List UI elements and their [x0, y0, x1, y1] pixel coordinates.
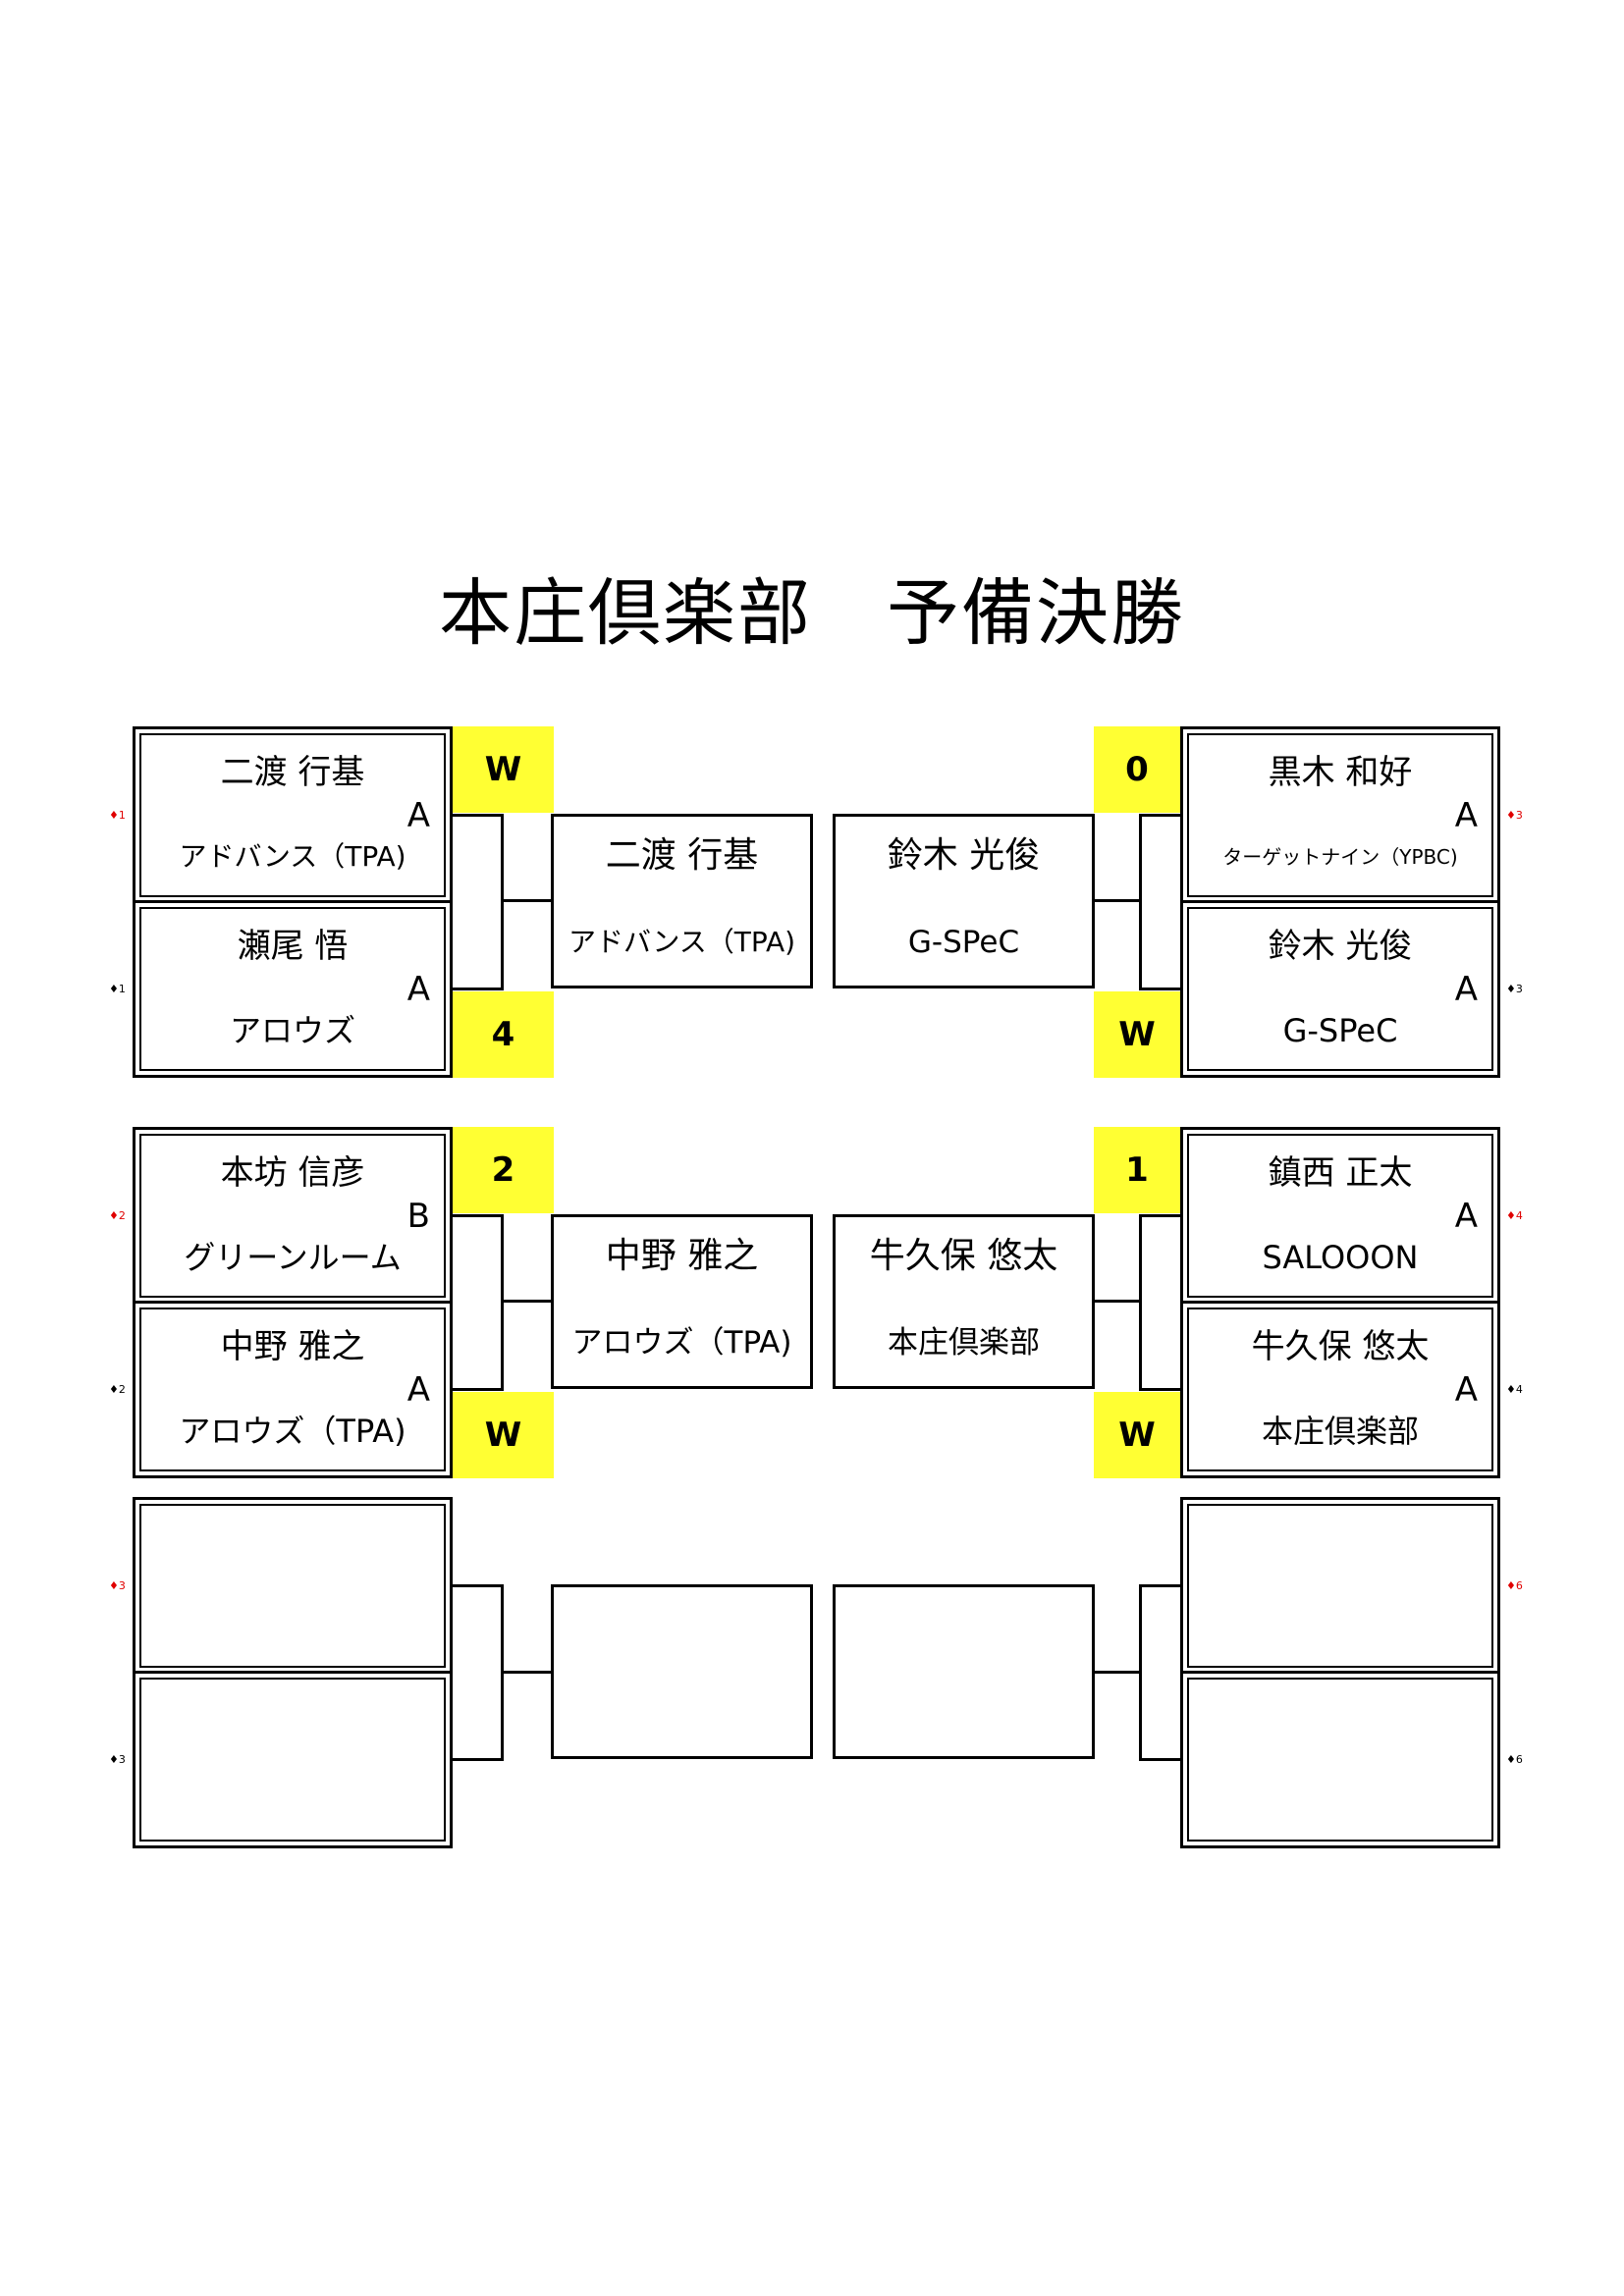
score-badge: W: [453, 726, 554, 813]
player-club: G-SPeC: [1282, 1012, 1398, 1049]
player-class: A: [1454, 970, 1478, 1009]
seed-marker: ♦4: [1506, 1209, 1523, 1222]
player-box: 中野 雅之 A アロウズ（TPA): [133, 1301, 453, 1478]
player-club: アドバンス（TPA): [179, 840, 406, 873]
seed-marker: ♦3: [1506, 809, 1523, 822]
bracket-line: [453, 1584, 504, 1587]
winner-box: 二渡 行基 アドバンス（TPA): [551, 814, 813, 988]
player-name: 二渡 行基: [220, 753, 365, 792]
winner-name: 中野 雅之: [605, 1236, 759, 1276]
player-box: 鈴木 光俊 A G-SPeC: [1180, 900, 1500, 1078]
bracket-line: [501, 1214, 504, 1391]
bracket-line: [453, 988, 504, 990]
seed-marker: ♦4: [1506, 1383, 1523, 1396]
player-name: 鈴木 光俊: [1268, 927, 1413, 966]
winner-club: G-SPeC: [907, 925, 1020, 960]
bracket-line: [1139, 814, 1142, 990]
bracket-line: [453, 814, 504, 817]
winner-box: 中野 雅之 アロウズ（TPA): [551, 1214, 813, 1389]
player-name: 鎮西 正太: [1268, 1153, 1413, 1193]
score-badge: 1: [1094, 1127, 1180, 1213]
player-class: A: [1454, 1197, 1478, 1236]
bracket-line: [1092, 1671, 1141, 1674]
player-box: [133, 1497, 453, 1675]
seed-marker: ♦1: [109, 809, 126, 822]
winner-club: 本庄倶楽部: [888, 1325, 1040, 1361]
player-class: A: [406, 796, 430, 835]
player-box: 二渡 行基 A アドバンス（TPA): [133, 726, 453, 904]
seed-marker: ♦3: [1506, 983, 1523, 995]
bracket-line: [1092, 899, 1141, 902]
seed-marker: ♦6: [1506, 1579, 1523, 1592]
player-club: アロウズ: [229, 1012, 355, 1049]
bracket-line: [501, 899, 552, 902]
player-box: [133, 1671, 453, 1848]
seed-marker: ♦3: [109, 1753, 126, 1766]
score-badge: 0: [1094, 726, 1180, 813]
player-name: 本坊 信彦: [220, 1153, 365, 1193]
seed-marker: ♦6: [1506, 1753, 1523, 1766]
bracket-line: [501, 1671, 552, 1674]
player-name: 牛久保 悠太: [1251, 1327, 1430, 1366]
bracket-line: [453, 1214, 504, 1217]
bracket-line: [453, 1388, 504, 1391]
score-badge: 4: [453, 991, 554, 1078]
bracket-line: [1092, 1300, 1141, 1303]
player-box: 瀬尾 悟 A アロウズ: [133, 900, 453, 1078]
player-club: 本庄倶楽部: [1261, 1413, 1419, 1450]
score-badge: W: [1094, 991, 1180, 1078]
winner-club: アドバンス（TPA): [568, 926, 796, 958]
score-badge: 2: [453, 1127, 554, 1213]
score-badge: W: [453, 1392, 554, 1478]
winner-name: 牛久保 悠太: [869, 1236, 1058, 1276]
winner-box: 鈴木 光俊 G-SPeC: [833, 814, 1095, 988]
score-badge: W: [1094, 1392, 1180, 1478]
player-box: 黒木 和好 A ターゲットナイン（YPBC): [1180, 726, 1500, 904]
player-box: [1180, 1497, 1500, 1675]
winner-box: [833, 1584, 1095, 1759]
bracket-line: [1139, 814, 1180, 817]
winner-box: [551, 1584, 813, 1759]
player-club: アロウズ（TPA): [179, 1413, 406, 1450]
player-club: SALOOON: [1262, 1239, 1419, 1276]
bracket-line: [1139, 988, 1180, 990]
bracket-line: [1139, 1584, 1180, 1587]
player-name: 黒木 和好: [1268, 753, 1413, 792]
bracket-line: [453, 1758, 504, 1761]
player-name: 瀬尾 悟: [237, 927, 349, 966]
winner-name: 鈴木 光俊: [887, 835, 1041, 876]
player-class: A: [1454, 796, 1478, 835]
seed-marker: ♦1: [109, 983, 126, 995]
winner-club: アロウズ（TPA): [571, 1325, 792, 1361]
player-class: A: [406, 970, 430, 1009]
bracket-line: [501, 1300, 552, 1303]
seed-marker: ♦2: [109, 1209, 126, 1222]
page-title: 本庄倶楽部 予備決勝: [439, 571, 1185, 656]
bracket-line: [1139, 1758, 1180, 1761]
seed-marker: ♦2: [109, 1383, 126, 1396]
player-name: 中野 雅之: [220, 1327, 365, 1366]
bracket-line: [1139, 1214, 1180, 1217]
bracket-line: [1139, 1214, 1142, 1391]
winner-box: 牛久保 悠太 本庄倶楽部: [833, 1214, 1095, 1389]
winner-name: 二渡 行基: [605, 835, 759, 876]
bracket-line: [501, 814, 504, 990]
player-box: 鎮西 正太 A SALOOON: [1180, 1127, 1500, 1305]
player-box: [1180, 1671, 1500, 1848]
player-class: B: [406, 1197, 430, 1236]
player-class: A: [406, 1370, 430, 1410]
bracket-line: [1139, 1388, 1180, 1391]
player-box: 本坊 信彦 B グリーンルーム: [133, 1127, 453, 1305]
player-class: A: [1454, 1370, 1478, 1410]
player-club: ターゲットナイン（YPBC): [1222, 845, 1458, 869]
player-box: 牛久保 悠太 A 本庄倶楽部: [1180, 1301, 1500, 1478]
player-club: グリーンルーム: [184, 1239, 402, 1276]
seed-marker: ♦3: [109, 1579, 126, 1592]
